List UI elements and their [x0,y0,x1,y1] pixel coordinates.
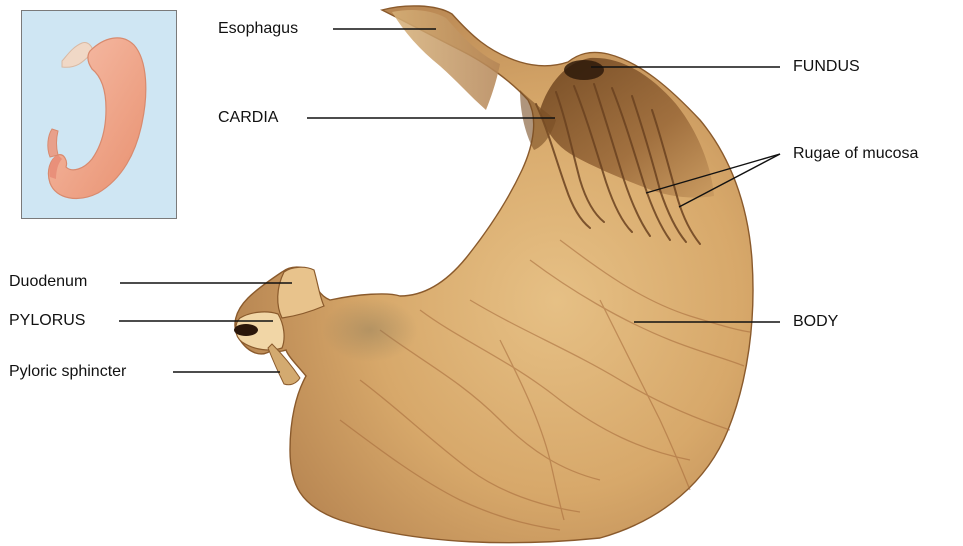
label-pylorus: PYLORUS [9,312,85,330]
antrum-shadow [322,298,418,362]
label-rugae-of-mucosa: Rugae of mucosa [793,145,918,163]
esophagus-tube [392,10,500,110]
label-duodenum: Duodenum [9,273,87,291]
pyloric-opening [234,324,258,336]
label-fundus: FUNDUS [793,58,860,76]
fundus-opening [564,60,604,80]
label-body: BODY [793,313,838,331]
label-pyloric-sphincter: Pyloric sphincter [9,363,126,381]
label-esophagus: Esophagus [218,20,298,38]
label-cardia: CARDIA [218,109,278,127]
